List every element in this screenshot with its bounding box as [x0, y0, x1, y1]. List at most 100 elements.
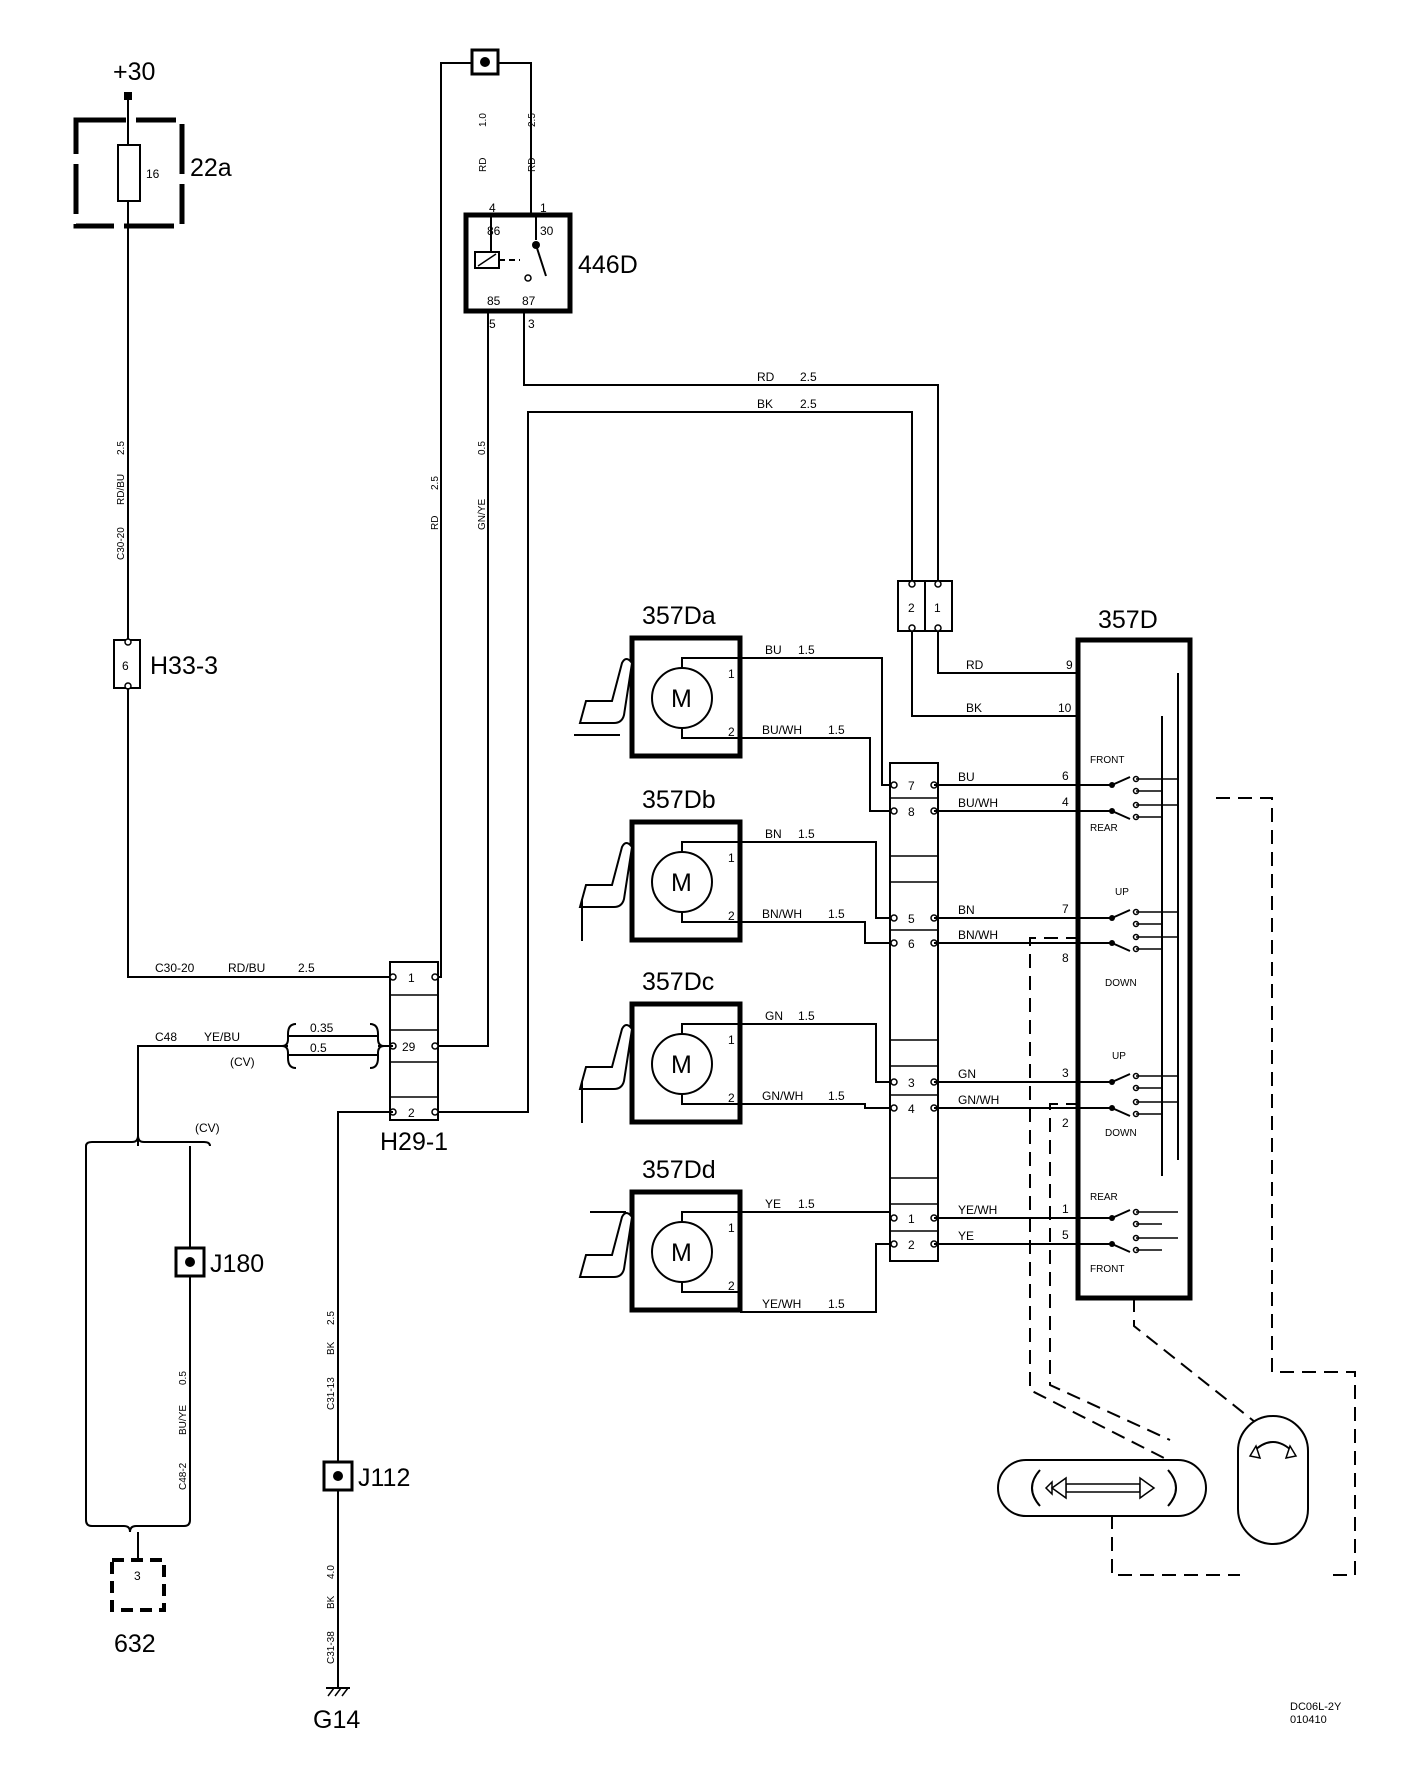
seat-icon — [578, 1211, 634, 1278]
switch-pin10: 10 — [1058, 701, 1072, 715]
motor-pin1: 1 — [728, 1033, 735, 1047]
mech-link-4 — [1133, 1298, 1266, 1431]
c31-38-color: BK — [326, 1595, 337, 1609]
relay-p87: 87 — [522, 294, 536, 308]
c31-38-code: C31-38 — [326, 1631, 337, 1664]
h33-pin: 6 — [122, 659, 129, 673]
motor-id: 357Da — [642, 602, 716, 630]
top-connector-pin1: 1 — [934, 601, 941, 615]
relay-supply-loop — [440, 62, 532, 215]
relay-c4: 4 — [489, 201, 496, 215]
motor-pin2: 2 — [728, 1091, 735, 1105]
motor-wire2-color: BN/WH — [762, 907, 802, 921]
c48-cv: (CV) — [230, 1055, 255, 1069]
h29-pin1: 1 — [408, 971, 415, 985]
switch-rear-label-1: REAR — [1090, 823, 1118, 834]
fuse-box-22a — [73, 117, 185, 229]
motor-pin2: 2 — [728, 725, 735, 739]
mid-pin-1: 1 — [908, 1212, 915, 1226]
cv-bracket-bottom — [85, 1519, 191, 1533]
c48-2-code: C48-2 — [178, 1462, 189, 1490]
mid-pin-4: 4 — [908, 1102, 915, 1116]
motor-wire1-color: BU — [765, 643, 782, 657]
motor-pin1: 1 — [728, 1221, 735, 1235]
motor-symbol: M — [671, 685, 692, 713]
c31-38-size: 4.0 — [326, 1565, 337, 1579]
mid-pin-5: 5 — [908, 912, 915, 926]
motor-pin1: 1 — [728, 851, 735, 865]
motor-wire2-size: 1.5 — [828, 907, 845, 921]
motor-id: 357Dd — [642, 1156, 716, 1184]
c31-13-size: 2.5 — [326, 1311, 337, 1325]
motor-symbol: M — [671, 1239, 692, 1267]
switch-row-pin-1: 1 — [1062, 1202, 1069, 1216]
h29-pin29: 29 — [402, 1040, 416, 1054]
mech-link-5 — [1111, 1515, 1240, 1576]
fuse-wire-size: 2.5 — [116, 441, 127, 455]
motor-wire1-size: 1.5 — [798, 643, 815, 657]
motor-pin1: 1 — [728, 667, 735, 681]
c31-13-color: BK — [326, 1341, 337, 1355]
switch-row-color-1: YE/WH — [958, 1203, 997, 1217]
motor-wire1-color: GN — [765, 1009, 783, 1023]
mid-pin-7: 7 — [908, 779, 915, 793]
ground-icon — [326, 1687, 350, 1697]
c48-wire — [137, 1045, 288, 1146]
switch-row-pin-4: 4 — [1062, 795, 1069, 809]
c48-size-a: 0.35 — [310, 1021, 334, 1035]
gnye-size: 0.5 — [477, 441, 488, 455]
c48-brace-right — [369, 1023, 385, 1069]
switch-id: 357D — [1098, 606, 1158, 634]
switch-row-color-3: GN — [958, 1067, 976, 1081]
switch-row-pin-8: 8 — [1062, 951, 1069, 965]
c48-2-size: 0.5 — [178, 1371, 189, 1385]
switch-front-label-1: FRONT — [1090, 755, 1124, 766]
switch-up-label-2: UP — [1112, 1051, 1126, 1062]
switch-rear-label-2: REAR — [1090, 1192, 1118, 1203]
motor-wire1-color: YE — [765, 1197, 781, 1211]
motor-wire1-size: 1.5 — [798, 827, 815, 841]
switch-row-pin-6: 6 — [1062, 769, 1069, 783]
switch-front-label-2: FRONT — [1090, 1264, 1124, 1275]
motor-symbol: M — [671, 869, 692, 897]
h33-id: H33-3 — [150, 652, 218, 680]
fuse-id: 22a — [190, 154, 232, 182]
switch-down-label-1: DOWN — [1105, 978, 1137, 989]
c48-color: YE/BU — [204, 1030, 240, 1044]
switch-row-pin-5: 5 — [1062, 1228, 1069, 1242]
c31-13-code: C31-13 — [326, 1377, 337, 1410]
seat-control-knob[interactable] — [997, 1459, 1207, 1517]
motor-pin2: 2 — [728, 909, 735, 923]
motor-wire2-color: BU/WH — [762, 723, 802, 737]
switch-row-color-6: BU — [958, 770, 975, 784]
doc-code-2: 010410 — [1290, 1714, 1327, 1726]
motor-id: 357Db — [642, 786, 716, 814]
mech-link-3 — [1049, 1103, 1171, 1441]
relay-wire-rd10-size: 1.0 — [478, 113, 489, 127]
switch-down-label-2: DOWN — [1105, 1128, 1137, 1139]
mid-connector — [889, 762, 939, 1262]
rd-top-size: 2.5 — [800, 370, 817, 384]
relay-p30: 30 — [540, 224, 554, 238]
g14-id: G14 — [313, 1706, 360, 1734]
h29-id: H29-1 — [380, 1128, 448, 1156]
switch-row-pin-2: 2 — [1062, 1116, 1069, 1130]
relay-wire-rd25-color: RD — [527, 158, 538, 172]
motor-pin2: 2 — [728, 1279, 735, 1293]
motor-wire2-color: YE/WH — [762, 1297, 801, 1311]
backrest-control-knob[interactable] — [1237, 1415, 1309, 1545]
motor-wire2-color: GN/WH — [762, 1089, 803, 1103]
fuse-wire-color: RD/BU — [116, 474, 127, 505]
motor-wire1-color: BN — [765, 827, 782, 841]
h29-1-wire-size: 2.5 — [298, 961, 315, 975]
cv-bracket — [85, 1135, 211, 1147]
motor-id: 357Dc — [642, 968, 714, 996]
mech-link-2 — [1029, 937, 1169, 1461]
switch-row-color-4: BU/WH — [958, 796, 998, 810]
